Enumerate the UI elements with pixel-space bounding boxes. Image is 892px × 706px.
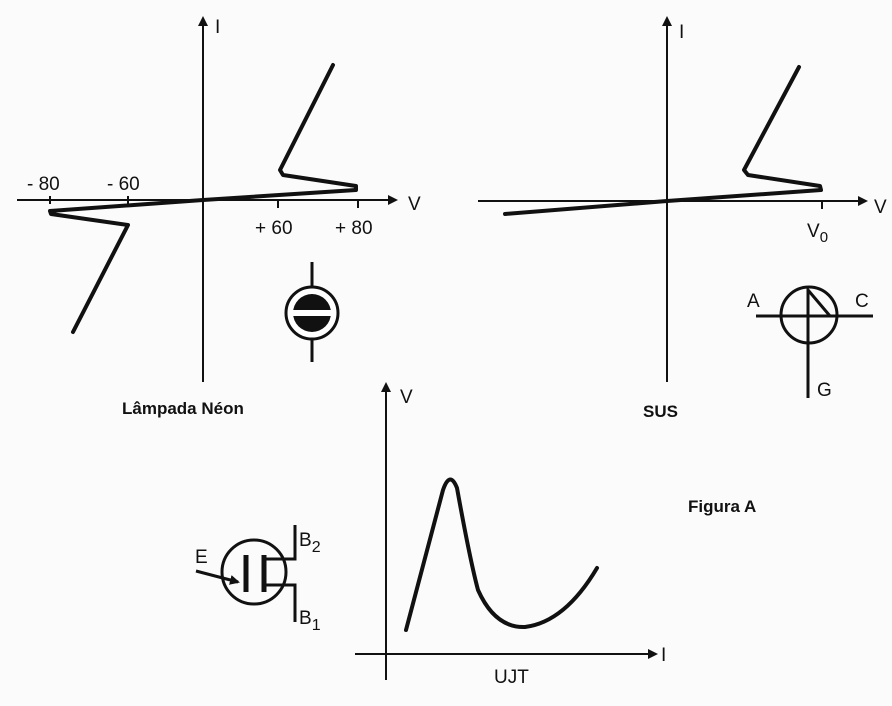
neon-iv-curve (48, 63, 358, 334)
neon-y-label: I (215, 17, 220, 38)
ujt-pin-b2: B2 (299, 530, 321, 556)
ujt-pin-e: E (195, 547, 208, 568)
sus-v0-label: V0 (807, 221, 828, 246)
sus-pin-a: A (747, 291, 760, 312)
sus-title: SUS (643, 402, 678, 421)
ujt-title: UJT (494, 667, 529, 688)
sus-chart: I V V0 A C G SUS (478, 16, 887, 421)
ujt-y-label: V (400, 387, 413, 408)
neon-title: Lâmpada Néon (122, 399, 244, 418)
neon-tick-neg80: - 80 (27, 174, 60, 195)
neon-tick-neg60: - 60 (107, 174, 140, 195)
ujt-pin-b1: B1 (299, 608, 321, 634)
figure-caption: Figura A (688, 497, 756, 516)
ujt-symbol-icon (195, 525, 297, 622)
neon-x-label: V (408, 194, 421, 215)
sus-symbol-icon (756, 285, 873, 398)
sus-iv-curve (503, 65, 823, 216)
sus-pin-g: G (817, 380, 832, 401)
neon-lamp-symbol-icon (284, 262, 340, 362)
neon-ticks (49, 196, 359, 208)
neon-tick-pos80: + 80 (335, 218, 373, 239)
sus-y-label: I (679, 22, 684, 43)
neon-tick-pos60: + 60 (255, 218, 293, 239)
ujt-vi-curve (404, 477, 599, 632)
sus-pin-c: C (855, 291, 869, 312)
neon-chart: I V - 80 - 60 + 60 + 80 Lâmpada Néon (17, 16, 421, 418)
ujt-x-label: I (661, 645, 666, 666)
sus-x-label: V (874, 197, 887, 218)
ujt-chart: V I UJT E B2 B1 (195, 382, 666, 688)
